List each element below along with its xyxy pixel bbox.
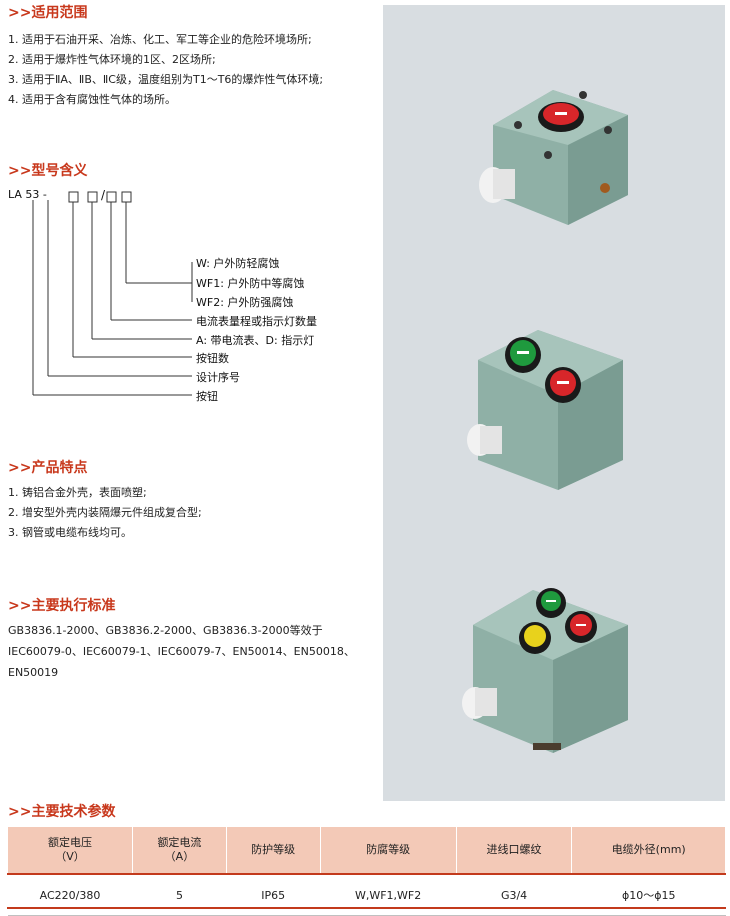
label-button: 按钮 bbox=[196, 390, 218, 403]
label-ammeter-range: 电流表量程或指示灯数量 bbox=[196, 315, 317, 328]
model-box-2 bbox=[87, 191, 98, 203]
cell-voltage: AC220/380 bbox=[7, 873, 133, 916]
standards-text: GB3836.1-2000、GB3836.2-2000、GB3836.3-200… bbox=[8, 624, 355, 679]
button-box-double-image bbox=[467, 330, 623, 490]
header-cable-diameter: 电缆外径(mm) bbox=[571, 826, 726, 875]
header-inlet-thread: 进线口螺纹 bbox=[455, 826, 573, 875]
header-rated-voltage: 额定电压（V） bbox=[6, 826, 134, 875]
section-title-model-meaning: >>型号含义 bbox=[8, 163, 88, 179]
header-rated-current: 额定电流（A） bbox=[132, 826, 227, 875]
model-diagram: LA 53 - / W: 户外防轻腐蚀 WF1: 户外防中等腐蚀 WF2: 户外… bbox=[0, 0, 380, 420]
model-box-1 bbox=[68, 191, 79, 203]
label-design-number: 设计序号 bbox=[196, 371, 240, 384]
label-ammeter-indicator: A: 带电流表、D: 指示灯 bbox=[196, 334, 315, 347]
button-box-single-image bbox=[479, 90, 628, 225]
label-wf1: WF1: 户外防中等腐蚀 bbox=[196, 277, 305, 290]
model-box-3 bbox=[106, 191, 117, 203]
table-bottom-rule bbox=[7, 907, 726, 909]
tech-params-table: 额定电压（V） 额定电流（A） 防护等级 防腐等级 进线口螺纹 电缆外径(mm)… bbox=[6, 826, 726, 916]
list-item: 2. 增安型外壳内装隔爆元件组成复合型; bbox=[8, 506, 202, 519]
label-wf2: WF2: 户外防强腐蚀 bbox=[196, 296, 294, 309]
section-title-standards: >>主要执行标准 bbox=[8, 598, 116, 614]
section-title-features: >>产品特点 bbox=[8, 460, 88, 476]
list-item: 4. 适用于含有腐蚀性气体的场所。 bbox=[8, 93, 176, 106]
model-separator: / bbox=[101, 188, 106, 202]
features-list: 1. 铸铝合金外壳，表面喷塑; 2. 增安型外壳内装隔爆元件组成复合型; 3. … bbox=[8, 483, 202, 543]
model-prefix: LA 53 - bbox=[8, 188, 47, 201]
label-button-count: 按钮数 bbox=[196, 352, 229, 365]
section-title-tech-params: >>主要技术参数 bbox=[8, 804, 116, 820]
list-item: 1. 铸铝合金外壳，表面喷塑; bbox=[8, 486, 147, 499]
table-header-row: 额定电压（V） 额定电流（A） 防护等级 防腐等级 进线口螺纹 电缆外径(mm) bbox=[6, 826, 726, 875]
cell-protection: IP65 bbox=[226, 873, 321, 916]
list-item: 2. 适用于爆炸性气体环境的1区、2区场所; bbox=[8, 53, 216, 66]
cell-thread: G3/4 bbox=[456, 873, 572, 916]
cell-current: 5 bbox=[132, 873, 227, 916]
cell-anticorrosion: W,WF1,WF2 bbox=[320, 873, 457, 916]
header-protection-grade: 防护等级 bbox=[225, 826, 321, 875]
header-anticorrosion-grade: 防腐等级 bbox=[319, 826, 457, 875]
table-row: AC220/380 5 IP65 W,WF1,WF2 G3/4 ϕ10～ϕ15 bbox=[7, 873, 726, 916]
model-lines-svg bbox=[32, 191, 193, 396]
list-item: 3. 适用于ⅡA、ⅡB、ⅡC级，温度组别为T1～T6的爆炸性气体环境; bbox=[8, 73, 324, 86]
cell-cable: ϕ10～ϕ15 bbox=[571, 873, 726, 916]
application-list: 1. 适用于石油开采、冶炼、化工、军工等企业的危险环境场所; 2. 适用于爆炸性… bbox=[8, 30, 323, 110]
product-photo-panel bbox=[383, 5, 725, 801]
list-item: 3. 钢管或电缆布线均可。 bbox=[8, 526, 132, 539]
section-title-application: >>适用范围 bbox=[8, 5, 88, 21]
label-w: W: 户外防轻腐蚀 bbox=[196, 257, 280, 270]
list-item: 1. 适用于石油开采、冶炼、化工、军工等企业的危险环境场所; bbox=[8, 33, 312, 46]
model-box-4 bbox=[121, 191, 132, 203]
button-box-triple-image bbox=[462, 588, 628, 753]
